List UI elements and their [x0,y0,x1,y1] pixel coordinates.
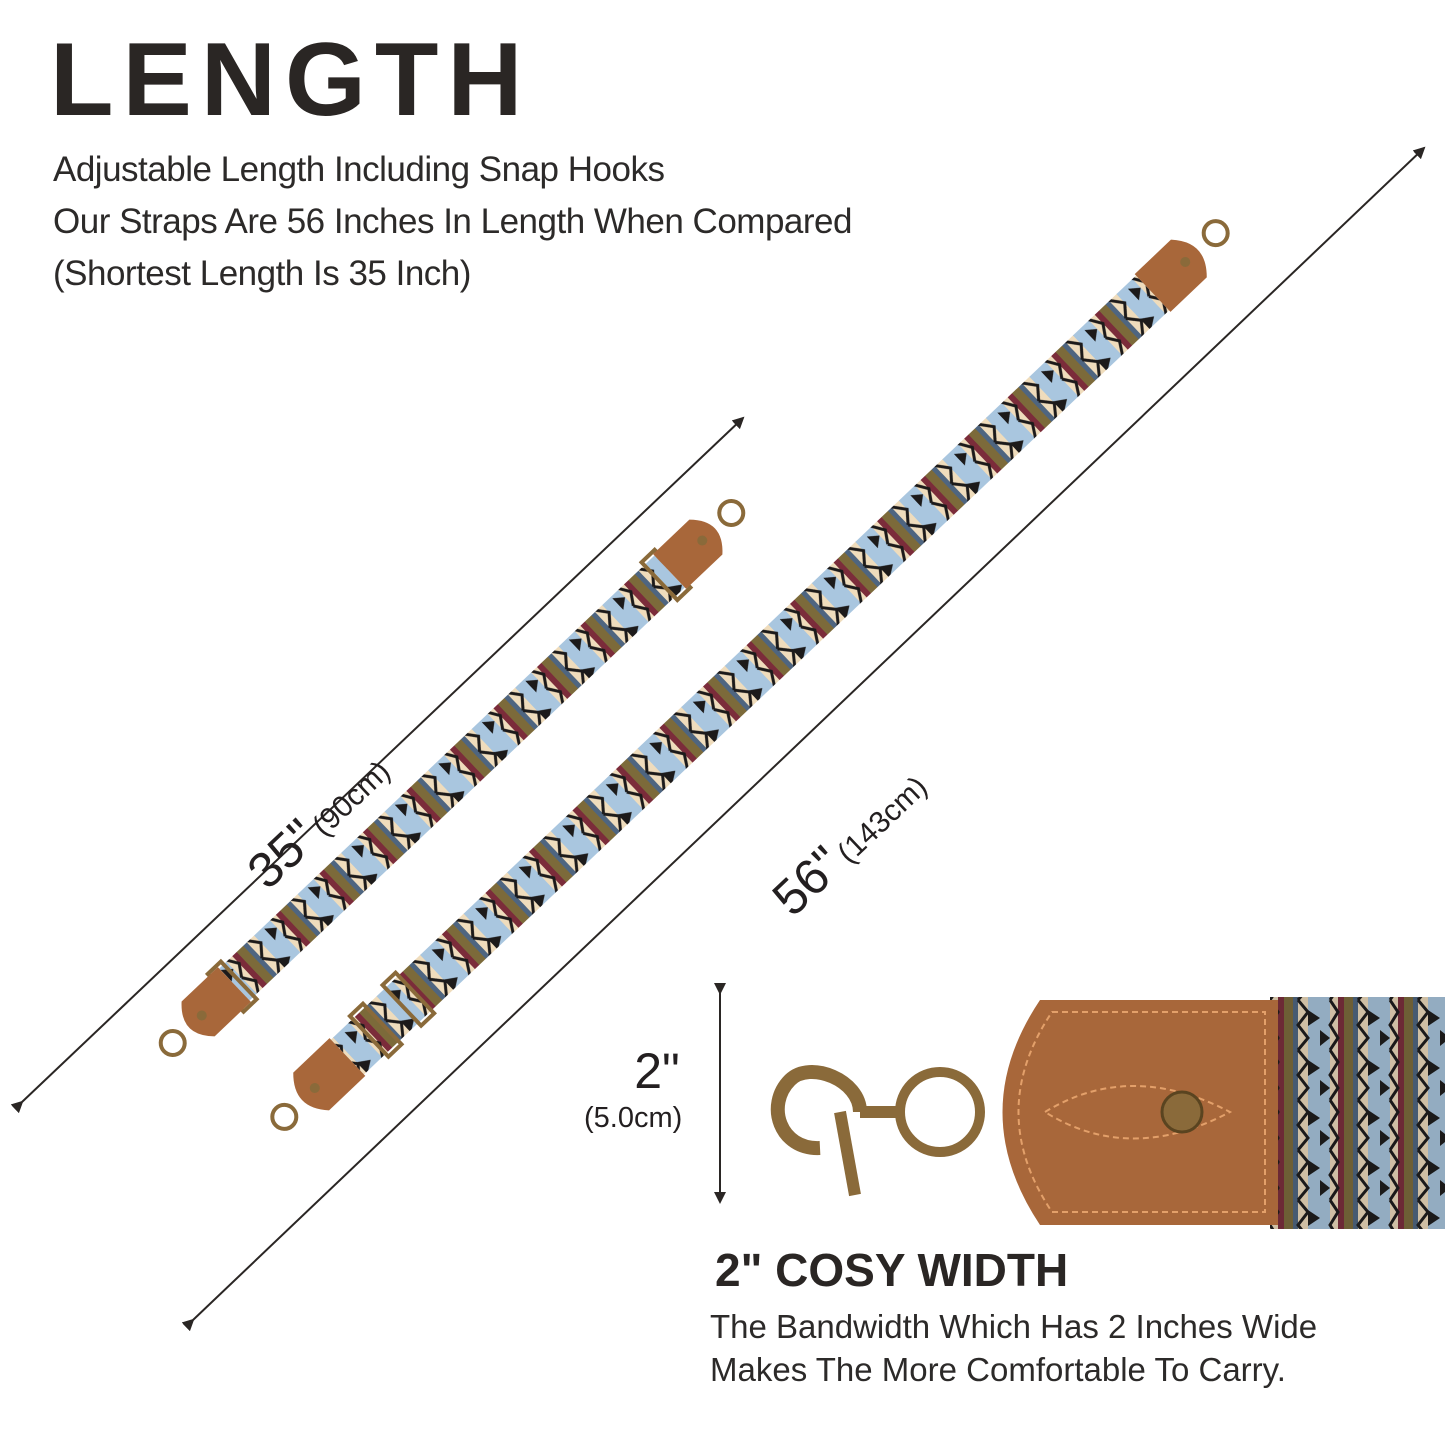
short-strap [158,498,746,1058]
long-strap-dimension-line [181,146,1426,1332]
width-feature-description: The Bandwidth Which Has 2 Inches Wide Ma… [710,1305,1317,1391]
long-strap [270,219,1230,1131]
width-feature-line-1: The Bandwidth Which Has 2 Inches Wide [710,1308,1318,1345]
width-value-cm: (5.0cm) [584,1102,683,1134]
page-title: LENGTH [50,22,532,138]
strap-closeup [770,997,1445,1229]
width-feature-line-2: Makes The More Comfortable To Carry. [710,1351,1286,1388]
width-value-in: 2" [634,1043,680,1099]
width-feature-title: 2" COSY WIDTH [715,1244,1069,1296]
intro-line-3: (Shortest Length Is 35 Inch) [53,254,471,293]
intro-line-1: Adjustable Length Including Snap Hooks [53,150,665,189]
intro-line-2: Our Straps Are 56 Inches In Length When … [53,202,852,241]
intro-text: Adjustable Length Including Snap Hooks O… [53,144,852,300]
